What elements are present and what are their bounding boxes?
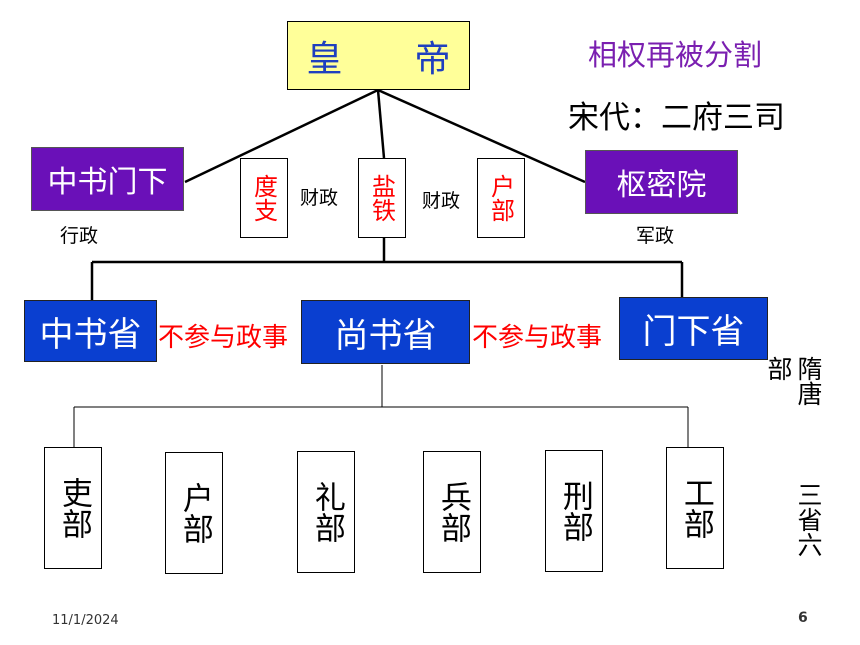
line-emperor-zhongshumenxia [184, 88, 379, 184]
dept-label: 工部 [677, 477, 714, 539]
zhongshu-sheng-label: 中书省 [39, 314, 142, 355]
duzhi-box: 度支 [240, 158, 288, 238]
dept-libu-rites: 礼部 [297, 451, 355, 573]
shangshu-sheng-label: 尚书省 [334, 315, 437, 356]
dept-libu-personnel: 吏部 [44, 447, 102, 569]
dept-label: 礼部 [308, 481, 345, 543]
dept-label: 户部 [176, 482, 213, 544]
hubu-song-label: 户部 [486, 174, 515, 222]
finance-label-2: 财政 [422, 190, 461, 212]
note-not-participating-left: 不参与政事 [158, 323, 289, 353]
zhongshu-menxia-label: 中书门下 [47, 165, 168, 200]
dept-label: 刑部 [556, 480, 593, 542]
dept-hubu-revenue: 户部 [165, 452, 223, 574]
shumiyuan-label: 枢密院 [616, 168, 707, 203]
shumiyuan-box: 枢密院 [585, 150, 738, 214]
side-caption-col2: 部 [764, 356, 793, 381]
footer-date: 11/1/2024 [52, 613, 119, 628]
line-emperor-shumiyuan [377, 88, 586, 184]
line-emperor-yantie [376, 89, 386, 159]
side-caption-col3: 三省六 [794, 482, 823, 557]
admin-label: 行政 [60, 225, 99, 247]
dept-gongbu-works: 工部 [666, 447, 724, 569]
dept-bingbu-war: 兵部 [423, 451, 481, 573]
note-not-participating-right: 不参与政事 [472, 323, 603, 353]
finance-label-1: 财政 [300, 187, 339, 209]
dept-label: 吏部 [55, 477, 92, 539]
menxia-sheng-box: 门下省 [619, 297, 768, 360]
hubu-song-box: 户部 [477, 158, 525, 238]
title-song-dynasty: 宋代：二府三司 [568, 100, 785, 136]
yantie-box: 盐铁 [358, 158, 406, 238]
zhongshu-menxia-box: 中书门下 [31, 147, 184, 211]
side-caption-col1: 隋唐 [794, 356, 823, 406]
dept-xingbu-justice: 刑部 [545, 450, 603, 572]
dept-label: 兵部 [434, 481, 471, 543]
yantie-label: 盐铁 [367, 174, 396, 222]
military-label: 军政 [636, 225, 675, 247]
zhongshu-sheng-box: 中书省 [24, 300, 157, 362]
duzhi-label: 度支 [249, 174, 278, 222]
menxia-sheng-label: 门下省 [642, 312, 745, 352]
emperor-box: 皇 帝 [287, 21, 470, 90]
page-number: 6 [798, 610, 808, 626]
shangshu-sheng-box: 尚书省 [301, 300, 470, 364]
emperor-label: 皇 帝 [306, 38, 451, 80]
title-chancellor-power-split: 相权再被分割 [588, 38, 763, 72]
